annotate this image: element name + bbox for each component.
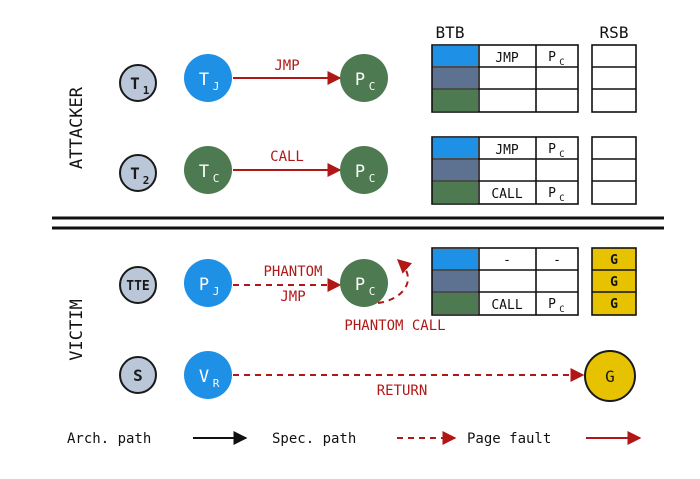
svg-text:J: J — [213, 285, 220, 298]
edge-return-label: RETURN — [377, 383, 428, 399]
svg-text:C: C — [213, 172, 220, 185]
btb1-row1-target: P — [548, 50, 556, 65]
svg-text:2: 2 — [143, 174, 150, 187]
svg-text:C: C — [369, 80, 376, 93]
svg-text:V: V — [199, 367, 209, 387]
svg-text:P: P — [355, 162, 365, 182]
rsb3-cell-2: G — [610, 275, 618, 290]
node-t1: T 1 — [119, 64, 157, 102]
btb-table-3: - - CALL P C — [431, 247, 579, 316]
rsb-table-2 — [591, 136, 637, 205]
svg-text:C: C — [559, 150, 564, 160]
rsb3-cell-3: G — [610, 297, 618, 312]
svg-text:T: T — [130, 74, 140, 93]
svg-text:G: G — [605, 367, 615, 386]
btb2-row1-type: JMP — [495, 143, 519, 158]
rsb-table-3: G G G — [591, 247, 637, 316]
legend-fault-label: Page fault — [467, 431, 551, 447]
edge-phantom-jmp-label-2: JMP — [280, 289, 305, 305]
svg-text:P: P — [548, 186, 556, 201]
btb3-row1-target: - — [553, 253, 561, 268]
svg-text:C: C — [369, 172, 376, 185]
svg-text:TTE: TTE — [126, 279, 149, 294]
svg-text:P: P — [548, 297, 556, 312]
svg-text:J: J — [213, 80, 220, 93]
svg-text:1: 1 — [143, 84, 150, 97]
rsb-header: RSB — [600, 23, 629, 42]
legend-arch-label: Arch. path — [67, 431, 151, 447]
legend: Arch. path Spec. path Page fault — [67, 431, 642, 447]
svg-text:T: T — [130, 164, 140, 183]
btb2-row3-type: CALL — [491, 187, 522, 202]
node-g: G — [584, 350, 636, 402]
svg-text:T: T — [199, 162, 209, 182]
victim-label: VICTIM — [67, 299, 87, 360]
node-pc-row1: P C — [340, 54, 388, 102]
btb-table-1: JMP P C — [431, 44, 579, 113]
node-pc-row3: P C — [340, 259, 388, 307]
svg-text:P: P — [355, 275, 365, 295]
legend-spec-label: Spec. path — [272, 431, 356, 447]
node-pj: P J — [184, 259, 232, 307]
edge-phantom-call-label: PHANTOM CALL — [344, 318, 445, 334]
node-tc: T C — [184, 146, 232, 194]
btb-header: BTB — [436, 23, 465, 42]
edge-phantom-jmp-label-1: PHANTOM — [263, 264, 322, 280]
svg-text:P: P — [548, 142, 556, 157]
btb1-row1-type: JMP — [495, 51, 519, 66]
rsb3-cell-1: G — [610, 253, 618, 268]
edge-call-label: CALL — [270, 149, 304, 165]
rsb-table-1 — [591, 44, 637, 113]
attacker-label: ATTACKER — [67, 86, 87, 169]
svg-text:S: S — [133, 366, 143, 385]
edge-phantom-call — [377, 259, 413, 304]
node-t2: T 2 — [119, 154, 157, 192]
node-s: S — [119, 356, 157, 394]
btb3-row1-type: - — [503, 253, 511, 268]
node-pc-row2: P C — [340, 146, 388, 194]
svg-text:T: T — [199, 70, 209, 90]
btb3-row3-type: CALL — [491, 298, 522, 313]
svg-text:R: R — [213, 377, 220, 390]
svg-text:C: C — [559, 194, 564, 204]
svg-text:C: C — [559, 58, 564, 68]
node-tj: T J — [184, 54, 232, 102]
svg-text:P: P — [199, 275, 209, 295]
node-vr: V R — [184, 351, 232, 399]
svg-text:C: C — [369, 285, 376, 298]
svg-text:C: C — [559, 305, 564, 315]
node-tte: TTE — [119, 266, 157, 304]
svg-text:P: P — [355, 70, 365, 90]
btb-table-2: JMP P C CALL P C — [431, 136, 579, 205]
edge-jmp-label: JMP — [274, 58, 299, 74]
